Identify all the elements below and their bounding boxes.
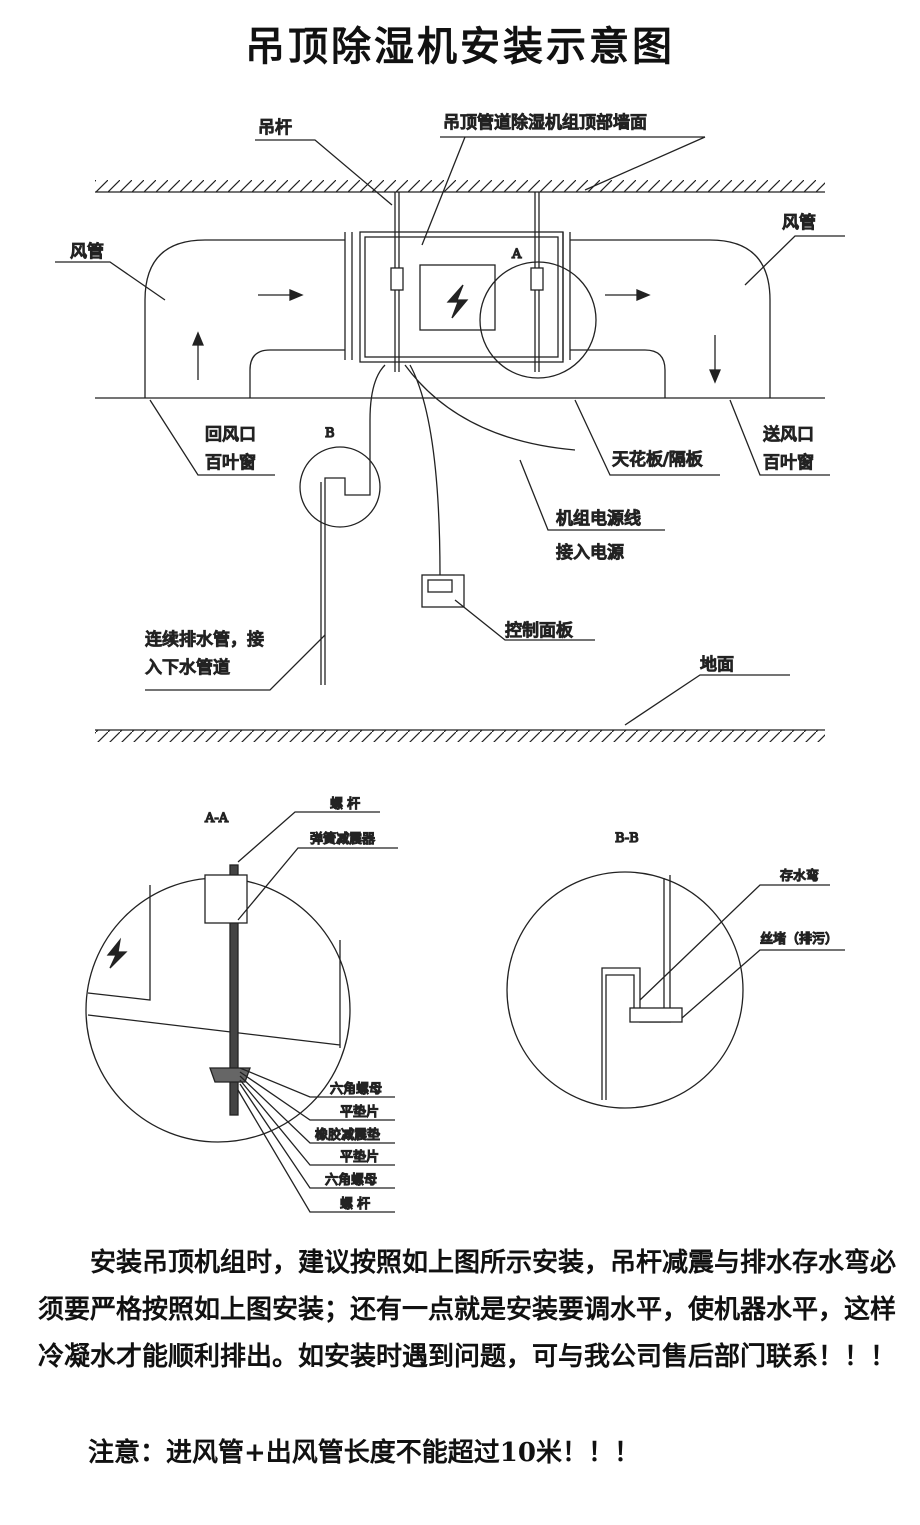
detail-b-circle <box>299 446 381 528</box>
label-power-1: 机组电源线 <box>556 509 641 529</box>
label-duct-left: 风管 <box>70 242 104 262</box>
detail-a-part: 橡胶减震垫 <box>315 1127 380 1143</box>
label-drain-2: 入下水管道 <box>145 658 230 678</box>
label-mark-a: A <box>511 247 522 262</box>
duct-length-warning: 注意：进风管+出风管长度不能超过10米！！！ <box>88 1438 640 1468</box>
return-air-duct <box>144 232 353 398</box>
detail-a-part: 螺 杆 <box>340 1197 370 1212</box>
label-supply-1: 送风口 <box>763 425 814 445</box>
detail-a-part: 平垫片 <box>340 1104 379 1120</box>
detail-a-circle <box>479 261 597 379</box>
label-return-1: 回风口 <box>205 425 256 445</box>
label-mark-b: B <box>325 426 335 441</box>
airflow-arrows <box>192 289 721 384</box>
detail-a-screw-label: 螺 杆 <box>330 797 360 812</box>
control-panel <box>421 574 465 608</box>
label-floor: 地面 <box>700 655 734 675</box>
detail-a-title: A-A <box>204 811 229 826</box>
supply-air-duct <box>562 232 771 398</box>
label-ceiling: 天花板/隔板 <box>612 450 703 470</box>
detail-a-spring-label: 弹簧减震器 <box>310 831 375 847</box>
detail-b-trap-label: 存水弯 <box>780 868 819 884</box>
ceiling-wall <box>95 180 825 193</box>
installation-diagram: 吊杆 吊顶管道除湿机组顶部墙面 风管 风管 A B 回风口 百叶窗 天花板/隔板… <box>55 112 845 1213</box>
detail-b: B-B 存水弯 丝堵（排污） <box>506 830 845 1109</box>
label-duct-right: 风管 <box>782 213 816 233</box>
detail-b-plug-label: 丝堵（排污） <box>760 932 838 947</box>
label-supply-2: 百叶窗 <box>763 453 814 473</box>
label-return-2: 百叶窗 <box>205 453 256 473</box>
floor <box>95 729 825 742</box>
lightning-icon <box>446 284 469 319</box>
detail-a-part: 平垫片 <box>340 1149 379 1165</box>
drain-pipe <box>299 364 386 685</box>
label-top-wall: 吊顶管道除湿机组顶部墙面 <box>443 113 647 133</box>
power-cable <box>404 364 576 576</box>
label-drain-1: 连续排水管，接 <box>145 630 264 650</box>
dehumidifier-unit <box>359 192 597 379</box>
detail-a: A-A 螺 杆 弹簧减震器 六角螺母 平垫片 橡胶减震垫 平垫片 六角螺母 螺 … <box>85 796 398 1213</box>
label-rod: 吊杆 <box>258 118 292 138</box>
leader-lines <box>55 136 845 726</box>
label-panel: 控制面板 <box>505 621 573 641</box>
control-panel-screen <box>427 579 453 593</box>
label-power-2: 接入电源 <box>556 543 624 563</box>
page-title: 吊顶除湿机安装示意图 <box>245 24 675 70</box>
detail-a-part: 六角螺母 <box>325 1173 377 1188</box>
detail-a-part: 六角螺母 <box>330 1082 382 1097</box>
detail-b-title: B-B <box>615 831 639 846</box>
installation-note: 安装吊顶机组时，建议按照如上图所示安装，吊杆减震与排水存水弯必须要严格按照如上图… <box>38 1248 897 1372</box>
